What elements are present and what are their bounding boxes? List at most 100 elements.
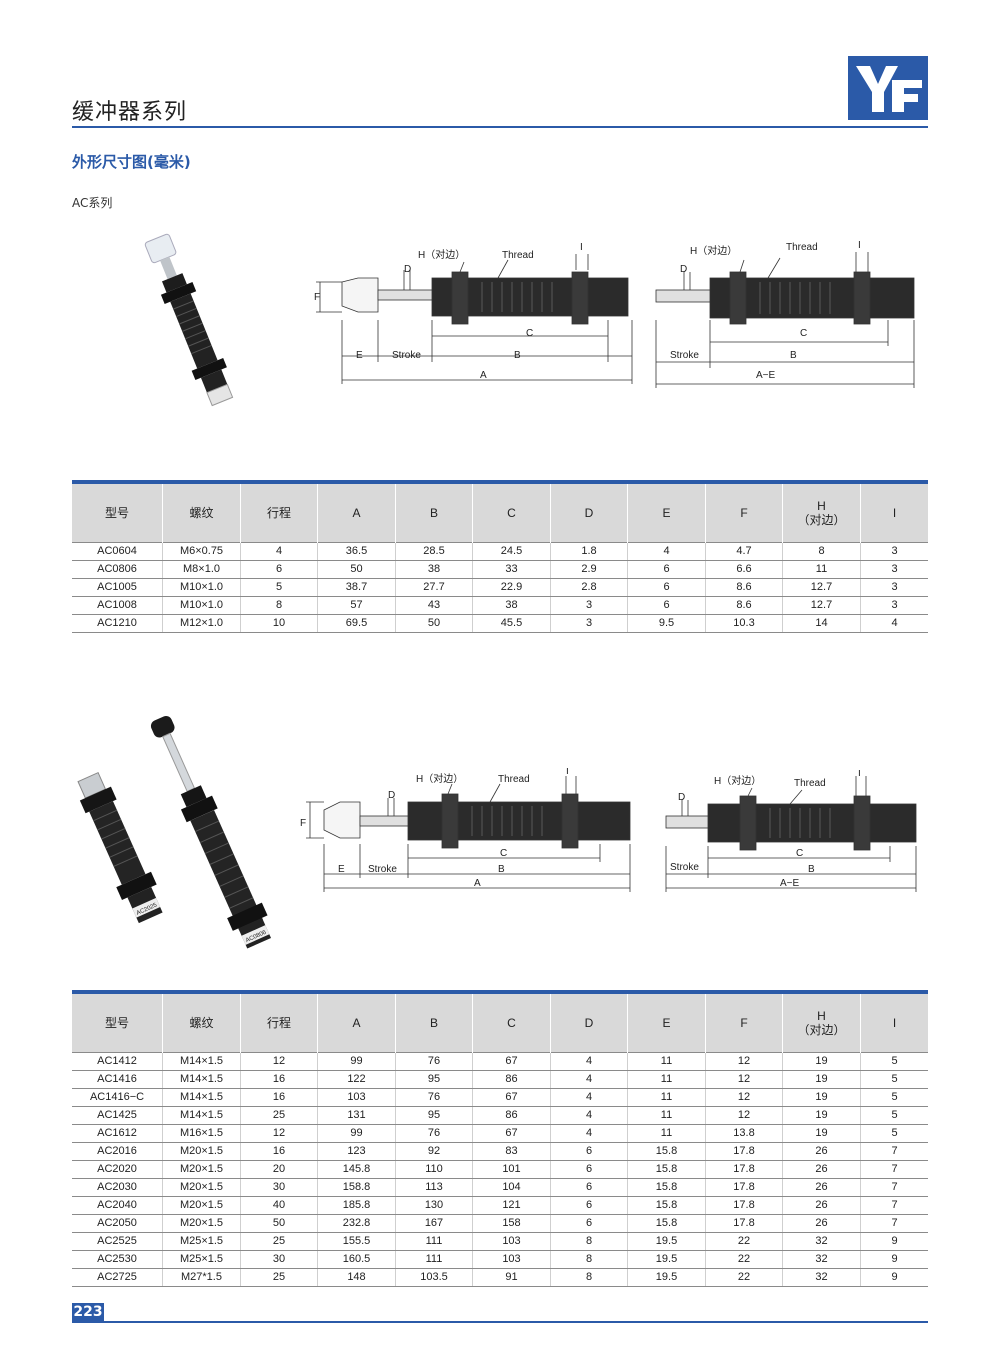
table-cell: M25×1.5: [162, 1232, 241, 1251]
table-cell: 69.5: [317, 614, 396, 633]
label-thread-4: Thread: [794, 778, 826, 789]
table-cell: 167: [395, 1214, 473, 1233]
table-cell: 9: [860, 1250, 928, 1269]
table-cell: 8: [550, 1250, 628, 1269]
table-cell: 6: [627, 578, 706, 597]
table-cell: 11: [782, 560, 861, 579]
table-cell: 11: [627, 1088, 706, 1107]
table-cell: 5: [860, 1088, 928, 1107]
table-cell: M14×1.5: [162, 1070, 241, 1089]
table-cell: 19.5: [627, 1232, 706, 1251]
table-cell: 104: [472, 1178, 551, 1197]
table-cell: 158.8: [317, 1178, 396, 1197]
label-thread-2: Thread: [786, 242, 818, 253]
label-a: A: [480, 370, 487, 381]
table-cell: 36.5: [317, 542, 396, 561]
col-thread-2: 螺纹: [162, 994, 241, 1053]
table-cell: 4: [627, 542, 706, 561]
table-cell: AC2725: [72, 1268, 163, 1287]
table-cell: 145.8: [317, 1160, 396, 1179]
table-cell: 5: [860, 1106, 928, 1125]
table-cell: 57: [317, 596, 396, 615]
table-cell: AC0806: [72, 560, 163, 579]
table-cell: 6: [550, 1142, 628, 1161]
yf-logo: YF: [848, 56, 928, 120]
table-cell: 6: [550, 1196, 628, 1215]
table-cell: 3: [860, 596, 928, 615]
table-cell: 22: [705, 1232, 783, 1251]
table-cell: 40: [240, 1196, 318, 1215]
label-i: I: [580, 242, 583, 253]
label-c-2: C: [800, 328, 807, 339]
table-cell: 27.7: [395, 578, 473, 597]
table-cell: 76: [395, 1124, 473, 1143]
table-cell: 113: [395, 1178, 473, 1197]
table-cell: 3: [550, 596, 628, 615]
table-cell: 25: [240, 1268, 318, 1287]
label-c: C: [526, 328, 533, 339]
table-cell: 19.5: [627, 1268, 706, 1287]
table-cell: 12: [705, 1070, 783, 1089]
table-cell: 26: [782, 1214, 861, 1233]
table-cell: 11: [627, 1070, 706, 1089]
table-cell: M6×0.75: [162, 542, 241, 561]
table-cell: 95: [395, 1070, 473, 1089]
label-ae-4: A−E: [780, 878, 800, 889]
table-cell: 12: [240, 1124, 318, 1143]
table-cell: 19: [782, 1106, 861, 1125]
table-cell: 3: [550, 614, 628, 633]
dimension-drawing-3: H（对边） Thread I D F C E Stroke B A: [300, 768, 631, 892]
table-cell: 4: [550, 1106, 628, 1125]
table-cell: 5: [240, 578, 318, 597]
table-cell: 67: [472, 1052, 551, 1071]
table-cell: 6: [550, 1214, 628, 1233]
table-cell: 232.8: [317, 1214, 396, 1233]
product-photo-ac-small: [144, 233, 234, 407]
table-cell: 76: [395, 1088, 473, 1107]
label-stroke-3: Stroke: [368, 864, 397, 875]
table-cell: 30: [240, 1250, 318, 1269]
table-cell: M10×1.0: [162, 578, 241, 597]
table-cell: 95: [395, 1106, 473, 1125]
table-cell: 16: [240, 1142, 318, 1161]
col-c-2: C: [472, 994, 551, 1053]
table-cell: 28.5: [395, 542, 473, 561]
col-b-2: B: [395, 994, 473, 1053]
label-f-3: F: [300, 818, 306, 829]
label-i-2: I: [858, 240, 861, 251]
col-stroke: 行程: [240, 484, 318, 543]
table-cell: 122: [317, 1070, 396, 1089]
table-cell: 38: [395, 560, 473, 579]
table-cell: M20×1.5: [162, 1160, 241, 1179]
table-cell: 12.7: [782, 596, 861, 615]
table-cell: 7: [860, 1142, 928, 1161]
label-stroke: Stroke: [392, 350, 421, 361]
table-cell: 8: [550, 1232, 628, 1251]
label-thread: Thread: [502, 250, 534, 261]
table-cell: AC1416: [72, 1070, 163, 1089]
table-cell: 103.5: [395, 1268, 473, 1287]
table-cell: 2.8: [550, 578, 628, 597]
label-d-3: D: [388, 790, 395, 801]
col-c: C: [472, 484, 551, 543]
table-cell: AC2020: [72, 1160, 163, 1179]
table-cell: 24.5: [472, 542, 551, 561]
table-cell: 33: [472, 560, 551, 579]
table-cell: 22: [705, 1250, 783, 1269]
col-stroke-2: 行程: [240, 994, 318, 1053]
label-b-4: B: [808, 864, 815, 875]
table-cell: AC2040: [72, 1196, 163, 1215]
page-title: 缓冲器系列: [72, 100, 188, 125]
label-e: E: [356, 350, 363, 361]
table-cell: 148: [317, 1268, 396, 1287]
col-thread: 螺纹: [162, 484, 241, 543]
table-cell: 5: [860, 1052, 928, 1071]
table-cell: 19: [782, 1088, 861, 1107]
table-cell: 19: [782, 1052, 861, 1071]
